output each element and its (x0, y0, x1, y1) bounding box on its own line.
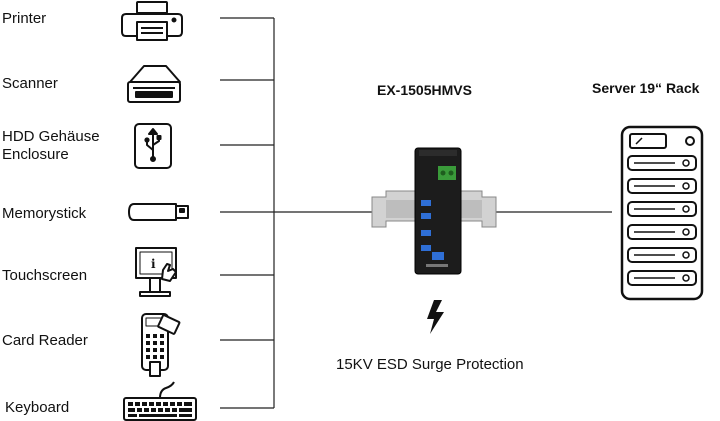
usb-stick-icon (128, 203, 189, 221)
device-label-hdd-line1: HDD Gehäuse (2, 128, 100, 145)
device-label-card-reader: Card Reader (2, 332, 88, 349)
connector-lines (220, 17, 612, 409)
printer-icon (121, 1, 183, 41)
card-reader-icon (141, 313, 181, 377)
usb-ports (421, 200, 444, 260)
svg-text:i: i (151, 257, 156, 271)
device-label-hdd-enclosure: HDD Gehäuse Enclosure (2, 128, 100, 164)
scanner-icon (127, 65, 181, 103)
device-label-touchscreen: Touchscreen (2, 267, 88, 284)
surge-protection-caption: 15KV ESD Surge Protection (336, 356, 524, 373)
hub-title: EX-1505HMVS (377, 82, 472, 98)
device-label-hdd-line2: Enclosure (2, 146, 69, 163)
power-terminal-block (438, 166, 456, 180)
hdd-enclosure-icon (134, 123, 172, 169)
touchscreen-kiosk-icon: i (135, 247, 177, 297)
server-title: Server 19“ Rack (592, 80, 700, 96)
server-rack-icon (620, 125, 704, 301)
device-label-scanner: Scanner (2, 75, 58, 92)
device-label-printer: Printer (2, 10, 47, 27)
usb-hub-din-rail-icon (371, 147, 497, 275)
device-label-keyboard: Keyboard (5, 399, 70, 416)
lightning-bolt-icon (427, 300, 444, 334)
keyboard-icon (123, 381, 197, 421)
device-label-memorystick: Memorystick (2, 205, 87, 222)
